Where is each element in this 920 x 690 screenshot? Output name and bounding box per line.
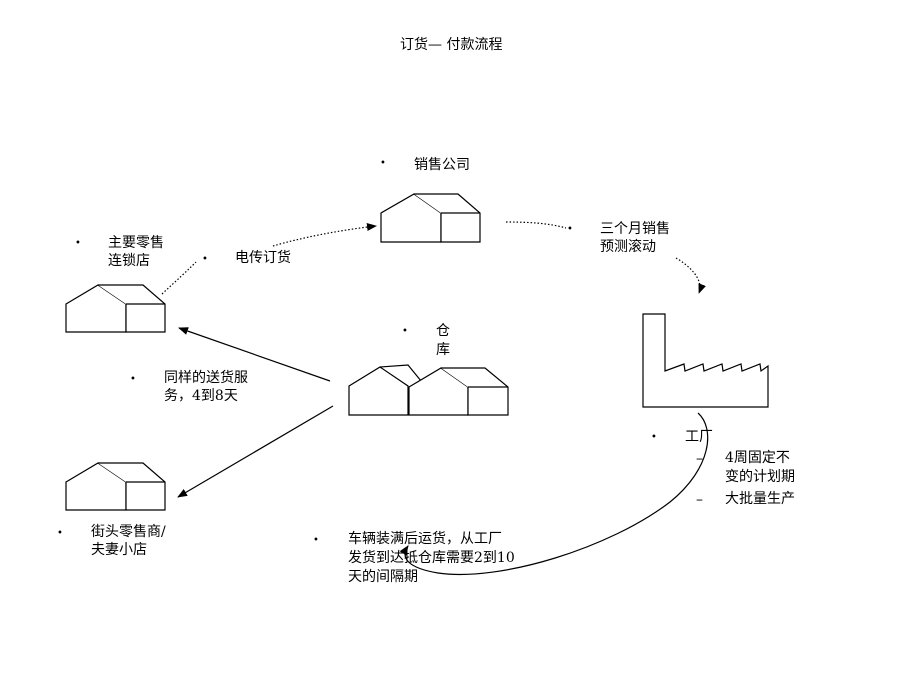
factory-sub-line1: 4周固定不 xyxy=(725,450,790,466)
bullet: • xyxy=(567,224,573,235)
bullet: • xyxy=(380,158,386,169)
main-retail-label-line1: 主要零售 xyxy=(108,235,164,251)
bullet: • xyxy=(313,535,319,546)
sales-company-label: 销售公司 xyxy=(414,157,470,173)
factory-icon xyxy=(642,313,769,408)
truck-shipping-label-line3: 天的间隔期 xyxy=(348,569,418,585)
page-title: 订货— 付款流程 xyxy=(400,37,503,53)
arrow-warehouse-to-street-retail xyxy=(177,405,334,498)
factory-sub-marker: – xyxy=(696,492,703,508)
factory-sub-line3: 大批量生产 xyxy=(725,491,795,507)
main-retail-building-icon xyxy=(65,284,166,333)
same-delivery-label-line2: 务，4到8天 xyxy=(164,388,238,404)
street-retail-building-icon xyxy=(65,462,166,511)
sales-company-building-icon xyxy=(380,193,481,243)
same-delivery-label-line1: 同样的送货服 xyxy=(164,370,248,386)
street-retail-label-line1: 街头零售商/ xyxy=(91,524,166,540)
warehouse-building-icon xyxy=(348,364,509,416)
forecast-label-line1: 三个月销售 xyxy=(600,221,670,237)
bullet: • xyxy=(651,432,657,443)
bullet: • xyxy=(130,374,136,385)
teletype-order-label: 电传订货 xyxy=(235,250,291,266)
truck-shipping-label-line1: 车辆装满后运货，从工厂 xyxy=(348,531,502,547)
street-retail-label-line2: 夫妻小店 xyxy=(91,542,147,558)
bullet: • xyxy=(75,238,81,249)
forecast-label-line2: 预测滚动 xyxy=(600,239,656,255)
bullet: • xyxy=(57,528,63,539)
arrow-factory-to-warehouse xyxy=(399,412,709,576)
factory-label: 工厂 xyxy=(685,429,713,445)
dotted-connector-forecast xyxy=(505,221,567,229)
dotted-arrow-to-sales xyxy=(272,223,377,247)
bullet: • xyxy=(402,326,408,337)
main-retail-label-line2: 连锁店 xyxy=(108,253,150,269)
truck-shipping-label-line2: 发货到达抵仓库需要2到10 xyxy=(348,550,515,566)
factory-sub-line2: 变的计划期 xyxy=(725,469,795,485)
factory-sub-marker: – xyxy=(696,451,703,467)
dotted-connector-retail xyxy=(161,261,197,295)
warehouse-label-line2: 库 xyxy=(436,342,450,358)
dotted-arrow-to-factory xyxy=(675,257,706,294)
arrow-warehouse-to-main-retail xyxy=(178,327,331,382)
bullet: • xyxy=(202,254,208,265)
warehouse-label-line1: 仓 xyxy=(436,323,450,339)
